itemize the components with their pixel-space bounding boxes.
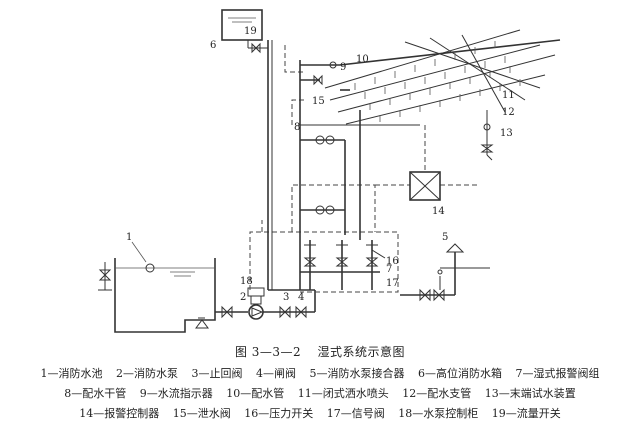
legend-item: 5—消防水泵接合器	[309, 367, 405, 380]
callout-8: 8	[294, 122, 300, 133]
figure-caption: 图 3—3—2 湿式系统示意图	[0, 343, 640, 360]
legend-item: 12—配水支管	[402, 387, 472, 400]
pump-connector	[400, 243, 490, 302]
callout-16: 16	[386, 256, 399, 267]
figure-title: 湿式系统示意图	[317, 345, 406, 359]
legend-line-3: 14—报警控制器 15—泄水阀 16—压力开关 17—信号阀 18—水泵控制柜 …	[0, 405, 640, 421]
legend-item: 4—闸阀	[256, 367, 296, 380]
callout-4: 4	[298, 292, 304, 303]
callout-19: 19	[244, 26, 257, 37]
legend-item: 7—湿式报警阀组	[515, 367, 600, 380]
legend-item: 9—水流指示器	[139, 387, 213, 400]
callout-15: 15	[312, 96, 325, 107]
legend-item: 11—闭式洒水喷头	[297, 387, 389, 400]
legend-item: 13—末端试水装置	[484, 387, 576, 400]
sprinkler-heads	[354, 41, 521, 122]
legend-item: 15—泄水阀	[172, 407, 231, 420]
callout-7: 7	[386, 264, 392, 275]
control-wiring	[249, 45, 480, 293]
callout-14: 14	[432, 206, 445, 217]
alarm-valve-sets	[300, 110, 386, 290]
callout-17: 17	[386, 278, 399, 289]
callout-2: 2	[240, 292, 246, 303]
pump-line	[215, 287, 316, 320]
figure-number: 图 3—3—2	[234, 345, 302, 359]
legend-item: 18—水泵控制柜	[398, 407, 479, 420]
wet-system-diagram: 1 2 3 4 5 6 7 8 9 10 11 12 13 14 15 16 1…	[98, 9, 561, 333]
callout-13: 13	[500, 128, 513, 139]
legend-item: 3—止回阀	[191, 367, 243, 380]
legend-item: 14—报警控制器	[79, 407, 160, 420]
legend-line-1: 1—消防水池 2—消防水泵 3—止回阀 4—闸阀 5—消防水泵接合器 6—高位消…	[0, 365, 640, 381]
callout-3: 3	[283, 292, 289, 303]
legend-line-2: 8—配水干管 9—水流指示器 10—配水管 11—闭式洒水喷头 12—配水支管 …	[0, 385, 640, 401]
callout-9: 9	[340, 62, 346, 73]
callout-5: 5	[442, 232, 448, 243]
legend-item: 17—信号阀	[326, 407, 385, 420]
legend-item: 2—消防水泵	[116, 367, 178, 380]
legend-item: 6—高位消防水箱	[418, 367, 502, 380]
fire-water-pool	[98, 258, 216, 333]
callout-6: 6	[210, 40, 216, 51]
legend-item: 1—消防水池	[40, 367, 103, 380]
legend-item: 8—配水干管	[64, 387, 127, 400]
legend-item: 16—压力开关	[244, 407, 314, 420]
alarm-controller	[409, 125, 441, 201]
legend-item: 19—流量开关	[491, 407, 561, 420]
legend-item: 10—配水管	[226, 387, 285, 400]
callout-18: 18	[240, 276, 253, 287]
callout-11: 11	[502, 90, 515, 101]
callout-12: 12	[502, 107, 515, 118]
high-level-tank	[221, 9, 268, 54]
callout-labels: 1 2 3 4 5 6 7 8 9 10 11 12 13 14 15 16 1…	[126, 26, 515, 303]
main-riser	[267, 40, 320, 291]
callout-1: 1	[126, 232, 132, 243]
sprinkler-network	[300, 29, 561, 161]
callout-10: 10	[356, 54, 369, 65]
